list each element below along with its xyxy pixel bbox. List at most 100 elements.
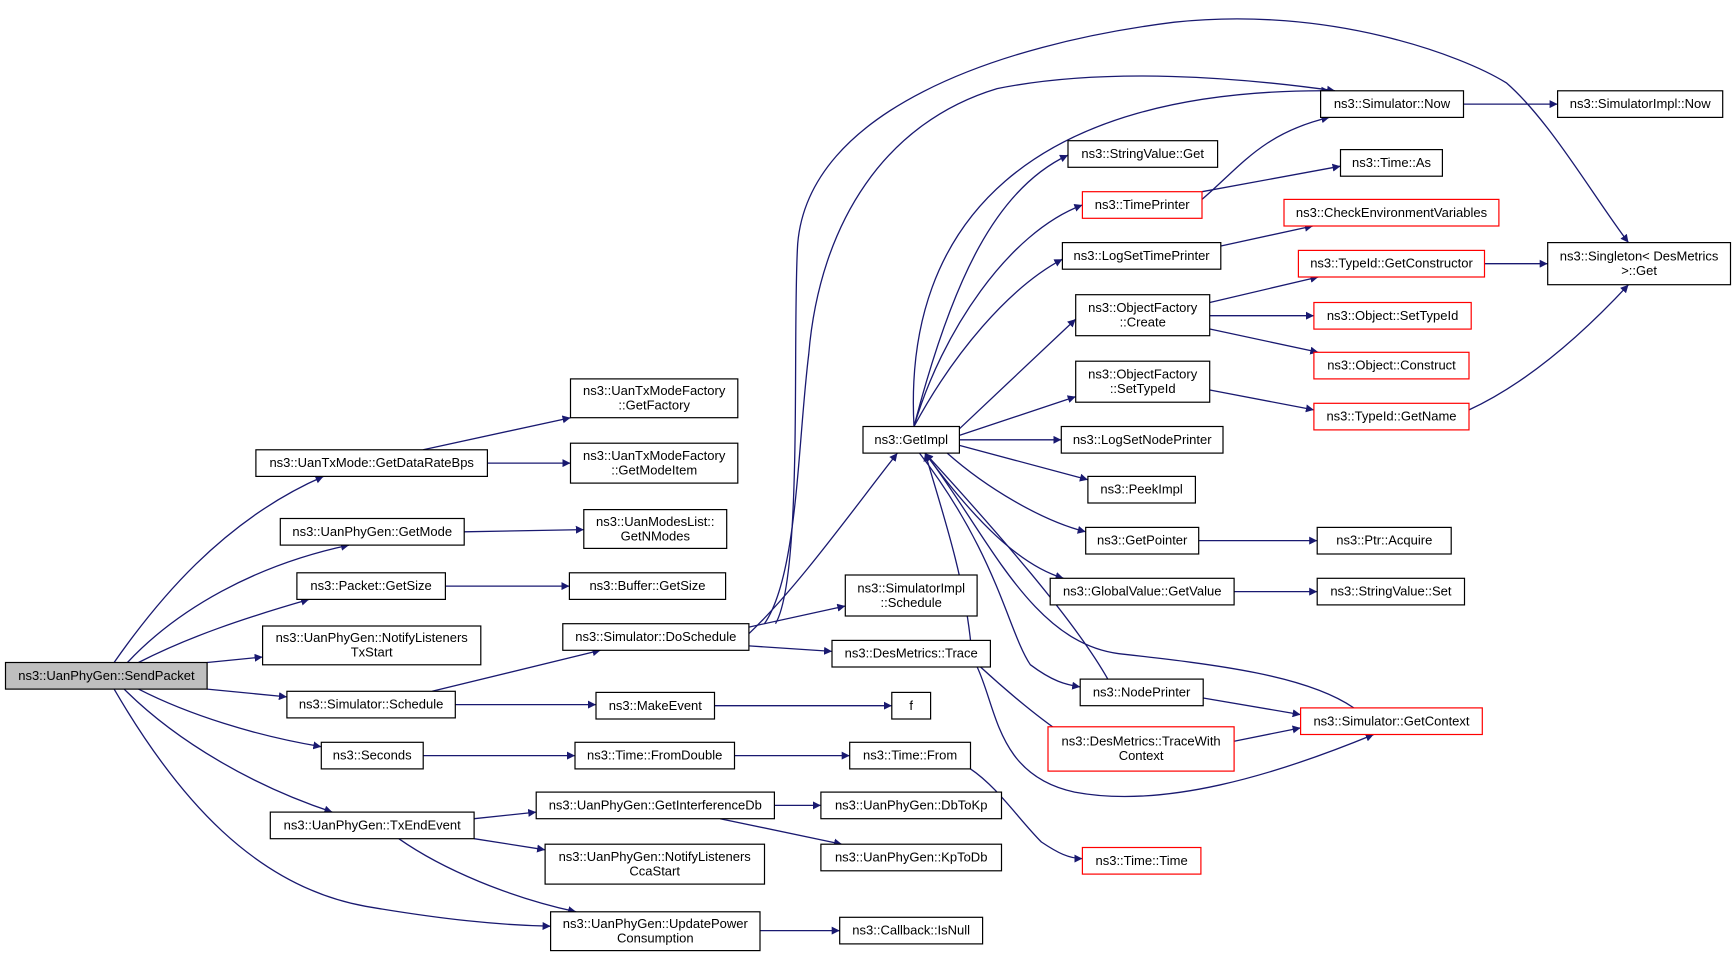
node-box: [1283, 198, 1500, 227]
node-box: [839, 916, 984, 945]
node-objsettypeid[interactable]: ns3::Object::SetTypeId: [1313, 301, 1472, 330]
node-label: ns3::MakeEvent: [609, 698, 703, 713]
node-stringvalueget[interactable]: ns3::StringValue::Get: [1067, 140, 1219, 168]
node-box: [891, 691, 932, 720]
node-objconstruct[interactable]: ns3::Object::Construct: [1313, 351, 1470, 380]
node-label: ns3::DesMetrics::Trace: [845, 646, 978, 661]
node-label: ns3::UanPhyGen::UpdatePower: [563, 916, 749, 931]
node-box: [1049, 577, 1235, 606]
node-box: [1081, 191, 1203, 219]
node-label: ns3::UanPhyGen::SendPacket: [18, 668, 195, 683]
node-fromdouble[interactable]: ns3::Time::FromDouble: [574, 741, 736, 770]
node-doschedule[interactable]: ns3::Simulator::DoSchedule: [562, 623, 750, 651]
node-ofsettypeid[interactable]: ns3::ObjectFactory::SetTypeId: [1075, 360, 1211, 403]
node-globalgetvalue[interactable]: ns3::GlobalValue::GetValue: [1049, 577, 1235, 606]
node-label: ns3::UanPhyGen::NotifyListeners: [276, 630, 469, 645]
node-box: [1067, 140, 1219, 168]
node-box: [1316, 577, 1466, 606]
node-box: [1316, 526, 1452, 555]
node-desmetricstrace[interactable]: ns3::DesMetrics::Trace: [831, 639, 991, 668]
node-box: [849, 741, 972, 770]
node-getfactory[interactable]: ns3::UanTxModeFactory::GetFactory: [569, 378, 739, 419]
node-getdataratebps[interactable]: ns3::UanTxMode::GetDataRateBps: [255, 449, 488, 477]
node-simschedule[interactable]: ns3::Simulator::Schedule: [286, 690, 456, 719]
node-singletonget[interactable]: ns3::Singleton< DesMetrics>::Get: [1547, 242, 1732, 286]
edge-desmetricstrace-to-simgetcontext: [976, 666, 1374, 798]
node-box: [296, 572, 446, 600]
node-implschedule[interactable]: ns3::SimulatorImpl::Schedule: [844, 574, 978, 617]
node-getnmodes[interactable]: ns3::UanModesList::GetNModes: [583, 509, 728, 550]
node-ptracquire[interactable]: ns3::Ptr::Acquire: [1316, 526, 1452, 555]
node-label: ns3::UanTxModeFactory: [583, 383, 726, 398]
edge-getimpl-to-simnow: [912, 86, 1330, 427]
node-getinterferencedb[interactable]: ns3::UanPhyGen::GetInterferenceDb: [535, 791, 776, 820]
node-timeprinter[interactable]: ns3::TimePrinter: [1081, 191, 1203, 219]
node-label: ns3::Seconds: [333, 748, 412, 763]
node-peekimpl[interactable]: ns3::PeekImpl: [1087, 475, 1197, 504]
edge-sendpacket-to-getmode: [126, 542, 350, 663]
edge-logsettimeprinter-to-checkenv: [1220, 223, 1313, 247]
node-timefrom[interactable]: ns3::Time::From: [849, 741, 972, 770]
node-label: ns3::Object::SetTypeId: [1327, 308, 1459, 323]
node-label: ::SetTypeId: [1110, 381, 1176, 396]
edge-ofsettypeid-to-typeidgetname: [1209, 389, 1315, 413]
node-f[interactable]: f: [891, 691, 932, 720]
node-simgetcontext[interactable]: ns3::Simulator::GetContext: [1299, 707, 1483, 736]
node-getimpl[interactable]: ns3::GetImpl: [862, 425, 961, 454]
node-label: ns3::SimulatorImpl: [857, 580, 965, 595]
node-typeidgetname[interactable]: ns3::TypeId::GetName: [1313, 402, 1470, 431]
node-logsetnodeprinter[interactable]: ns3::LogSetNodePrinter: [1060, 425, 1224, 454]
node-nodeprinter[interactable]: ns3::NodePrinter: [1079, 678, 1204, 707]
node-stringvalueset[interactable]: ns3::StringValue::Set: [1316, 577, 1466, 606]
node-box: [583, 509, 728, 550]
node-box: [1085, 526, 1200, 555]
edge-doschedule-to-getimpl: [748, 452, 898, 635]
node-ofcreate[interactable]: ns3::ObjectFactory::Create: [1075, 294, 1211, 337]
edge-desmetricstrace-to-getimpl: [923, 452, 972, 641]
edge-sendpacket-to-updatepower: [113, 688, 551, 931]
node-box: [549, 911, 761, 952]
node-label: ns3::ObjectFactory: [1088, 300, 1198, 315]
node-box: [1081, 846, 1202, 875]
node-getmode[interactable]: ns3::UanPhyGen::GetMode: [279, 517, 465, 546]
node-box: [862, 425, 961, 454]
edge-getimpl-to-timeprinter: [913, 204, 1083, 427]
node-txendevent[interactable]: ns3::UanPhyGen::TxEndEvent: [269, 811, 475, 840]
edge-sendpacket-to-packetgetsize: [138, 597, 310, 664]
node-label: ns3::Singleton< DesMetrics: [1560, 249, 1719, 264]
node-box: [1087, 475, 1197, 504]
node-getpointer[interactable]: ns3::GetPointer: [1085, 526, 1200, 555]
node-checkenv[interactable]: ns3::CheckEnvironmentVariables: [1283, 198, 1500, 227]
node-getconstructor[interactable]: ns3::TypeId::GetConstructor: [1297, 249, 1486, 278]
node-seconds[interactable]: ns3::Seconds: [320, 741, 424, 770]
node-box: [1556, 90, 1724, 119]
node-buffergetsize[interactable]: ns3::Buffer::GetSize: [568, 572, 727, 600]
node-packetgetsize[interactable]: ns3::Packet::GetSize: [296, 572, 446, 600]
node-dbtokp[interactable]: ns3::UanPhyGen::DbToKp: [820, 791, 1003, 820]
node-simnow[interactable]: ns3::Simulator::Now: [1319, 90, 1465, 119]
node-kptodb[interactable]: ns3::UanPhyGen::KpToDb: [820, 843, 1003, 872]
node-box: [1547, 242, 1732, 286]
edge-sendpacket-to-txendevent: [123, 688, 333, 814]
node-box: [1047, 726, 1235, 772]
edge-doschedule-to-desmetricstrace: [748, 645, 833, 655]
node-makeevent[interactable]: ns3::MakeEvent: [595, 691, 716, 720]
node-label: ns3::NodePrinter: [1093, 685, 1191, 700]
node-sendpacket[interactable]: ns3::UanPhyGen::SendPacket: [4, 661, 208, 690]
node-timeas[interactable]: ns3::Time::As: [1339, 149, 1444, 177]
edge-timeprinter-to-timeas: [1201, 163, 1341, 193]
node-getmodeitem[interactable]: ns3::UanTxModeFactory::GetModeItem: [569, 442, 739, 484]
node-box: [535, 791, 776, 820]
node-implnow[interactable]: ns3::SimulatorImpl::Now: [1556, 90, 1724, 119]
node-label: ns3::UanTxModeFactory: [583, 448, 726, 463]
node-box: [320, 741, 424, 770]
node-timetime[interactable]: ns3::Time::Time: [1081, 846, 1202, 875]
node-label: ::Schedule: [880, 595, 941, 610]
edge-getimpl-to-logsettimeprinter: [913, 258, 1063, 427]
node-isnull[interactable]: ns3::Callback::IsNull: [839, 916, 984, 945]
node-logsettimeprinter[interactable]: ns3::LogSetTimePrinter: [1061, 242, 1222, 270]
